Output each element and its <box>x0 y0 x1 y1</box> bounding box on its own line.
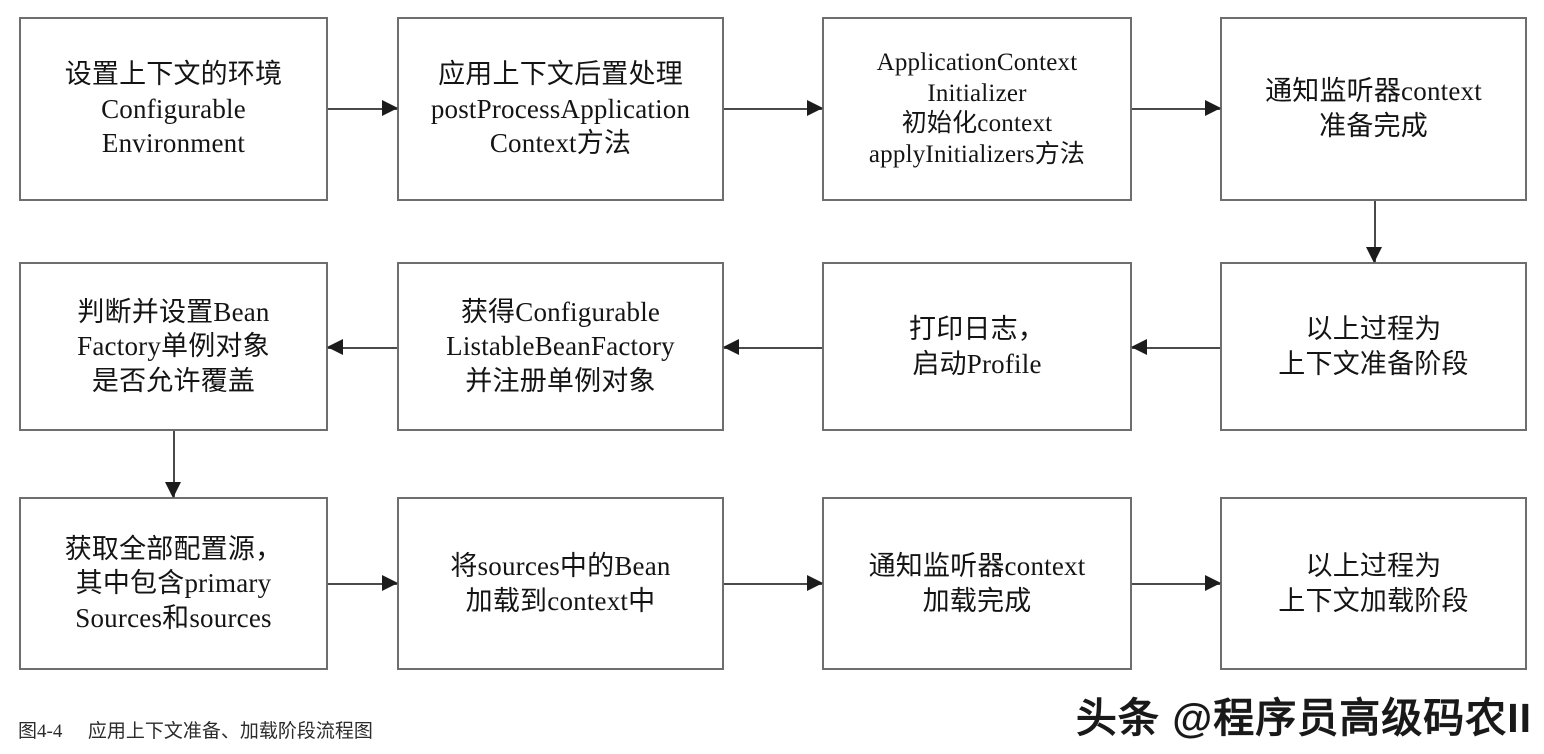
flow-node-n12[interactable]: 以上过程为 上下文加载阶段 <box>1220 497 1527 670</box>
arrow-head-right-icon <box>1205 100 1221 116</box>
flow-node-n8[interactable]: 以上过程为 上下文准备阶段 <box>1220 262 1527 431</box>
arrow-shaft <box>724 347 822 349</box>
arrow-head-right-icon <box>1205 575 1221 591</box>
arrow-shaft <box>173 431 175 497</box>
arrow-shaft <box>724 108 822 110</box>
flow-node-n7[interactable]: 打印日志， 启动Profile <box>822 262 1132 431</box>
arrow-shaft <box>1132 347 1220 349</box>
node-line: 以上过程为 <box>1305 550 1442 581</box>
node-line: 准备完成 <box>1319 111 1428 141</box>
flow-edge-n9-n10 <box>328 567 398 599</box>
node-line: Sources和sources <box>75 602 272 633</box>
arrow-shaft <box>328 347 397 349</box>
arrow-head-right-icon <box>807 575 823 591</box>
flow-node-n10[interactable]: 将sources中的Bean 加载到context中 <box>397 497 724 670</box>
flow-edge-n10-n11 <box>724 567 823 599</box>
flow-edge-n2-n3 <box>724 92 823 124</box>
node-line: 加载完成 <box>922 585 1032 616</box>
flow-node-n6[interactable]: 获得Configurable ListableBeanFactory 并注册单例… <box>397 262 724 431</box>
flow-node-n2[interactable]: 应用上下文后置处理 postProcessApplication Context… <box>397 17 724 201</box>
flow-node-n5[interactable]: 判断并设置Bean Factory单例对象 是否允许覆盖 <box>19 262 328 431</box>
figure-caption-label: 图4-4 <box>18 721 63 742</box>
node-line: ApplicationContext <box>876 49 1078 76</box>
arrow-head-down-icon <box>165 482 181 498</box>
arrow-head-right-icon <box>382 575 398 591</box>
flow-edge-n11-n12 <box>1132 567 1221 599</box>
node-line: Factory单例对象 <box>77 331 270 362</box>
flow-edge-n6-n5 <box>327 331 397 363</box>
flow-edge-n3-n4 <box>1132 92 1221 124</box>
flow-node-n1[interactable]: 设置上下文的环境 Configurable Environment <box>19 17 328 201</box>
node-line: ListableBeanFactory <box>446 331 675 362</box>
node-line: 设置上下文的环境 <box>64 59 283 90</box>
node-line: 启动Profile <box>912 348 1042 379</box>
flow-node-n11[interactable]: 通知监听器context 加载完成 <box>822 497 1132 670</box>
node-line: 是否允许覆盖 <box>91 365 256 396</box>
arrow-head-down-icon <box>1366 247 1382 263</box>
arrow-shaft <box>328 108 397 110</box>
flow-edge-n8-n7 <box>1131 331 1220 363</box>
node-line: 通知监听器context <box>868 550 1086 581</box>
arrow-head-right-icon <box>382 100 398 116</box>
watermark: 头条 @程序员高级码农II <box>1075 695 1532 741</box>
flow-edge-n1-n2 <box>328 92 398 124</box>
node-line: Environment <box>101 128 246 159</box>
node-line: 打印日志， <box>909 313 1045 344</box>
node-line: 并注册单例对象 <box>465 365 656 396</box>
node-line: 加载到context中 <box>465 585 656 616</box>
node-line: 获取全部配置源， <box>64 533 283 564</box>
arrow-shaft <box>1132 583 1220 585</box>
node-line: 获得Configurable <box>460 296 661 327</box>
figure-caption-text: 应用上下文准备、加载阶段流程图 <box>87 721 373 742</box>
flow-edge-n4-n8 <box>1358 201 1390 263</box>
flow-edge-n7-n6 <box>723 331 822 363</box>
arrow-head-left-icon <box>327 339 343 355</box>
flow-edge-n5-n9 <box>157 431 189 498</box>
flow-node-n3[interactable]: ApplicationContext Initializer 初始化contex… <box>822 17 1132 201</box>
node-line: Configurable <box>101 93 246 124</box>
arrow-head-left-icon <box>723 339 739 355</box>
arrow-shaft <box>1132 108 1220 110</box>
node-line: 判断并设置Bean <box>77 296 270 327</box>
node-line: 其中包含primary <box>75 568 272 599</box>
node-line: 上下文准备阶段 <box>1278 348 1469 379</box>
node-line: postProcessApplication <box>430 93 691 124</box>
node-line: 以上过程为 <box>1305 313 1442 344</box>
node-line: 初始化context <box>901 110 1053 137</box>
flow-node-n9[interactable]: 获取全部配置源， 其中包含primary Sources和sources <box>19 497 328 670</box>
node-line: Initializer <box>927 79 1027 107</box>
arrow-head-left-icon <box>1131 339 1147 355</box>
node-line: 通知监听器context <box>1265 76 1482 107</box>
node-line: 将sources中的Bean <box>450 550 671 581</box>
flow-node-n4[interactable]: 通知监听器context 准备完成 <box>1220 17 1527 201</box>
arrow-shaft <box>724 583 822 585</box>
arrow-shaft <box>1374 201 1376 262</box>
node-line: 上下文加载阶段 <box>1278 585 1469 616</box>
node-line: Context方法 <box>489 128 632 159</box>
node-line: applyInitializers方法 <box>868 140 1086 168</box>
arrow-head-right-icon <box>807 100 823 116</box>
figure-caption: 图4-4 应用上下文准备、加载阶段流程图 <box>18 716 373 743</box>
node-line: 应用上下文后置处理 <box>438 59 683 90</box>
arrow-shaft <box>328 583 397 585</box>
